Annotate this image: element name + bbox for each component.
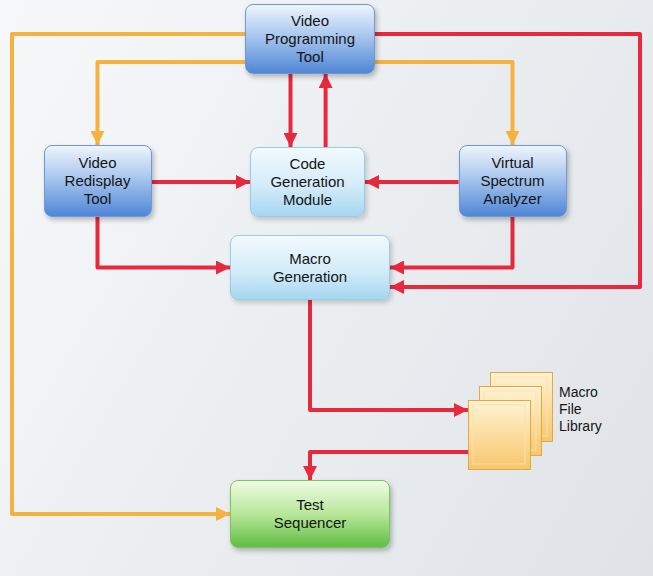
sequencer-box: Test Sequencer	[230, 480, 390, 548]
document-page-inner	[473, 405, 525, 464]
module-box: Macro Generation	[230, 235, 390, 300]
box-label: Test Sequencer	[265, 496, 355, 532]
flow-arrow	[98, 217, 230, 268]
document-stack-icon	[468, 372, 553, 470]
tool-box: Video Redisplay Tool	[44, 145, 152, 217]
flow-arrow	[375, 62, 513, 145]
flow-arrow	[310, 300, 468, 410]
flow-arrow	[152, 180, 250, 184]
module-box: Code Generation Module	[250, 147, 365, 217]
flow-arrow	[365, 180, 458, 184]
tool-box: Virtual Spectrum Analyzer	[459, 145, 567, 217]
flow-arrow	[375, 34, 640, 287]
box-label: Code Generation Module	[260, 155, 355, 209]
flow-arrow	[324, 74, 328, 147]
flow-arrow	[289, 74, 293, 147]
flow-arrow	[98, 62, 246, 145]
flow-arrow	[12, 34, 245, 514]
flow-arrow	[310, 452, 468, 480]
file-library: Macro File Library	[468, 372, 553, 470]
document-page	[469, 401, 531, 470]
library-label: Macro File Library	[559, 384, 621, 434]
box-label: Video Programming Tool	[255, 12, 365, 66]
box-label: Virtual Spectrum Analyzer	[469, 154, 557, 208]
box-label: Macro Generation	[260, 250, 360, 286]
box-label: Video Redisplay Tool	[54, 154, 142, 208]
flow-arrow	[390, 217, 512, 268]
tool-box: Video Programming Tool	[245, 4, 375, 74]
